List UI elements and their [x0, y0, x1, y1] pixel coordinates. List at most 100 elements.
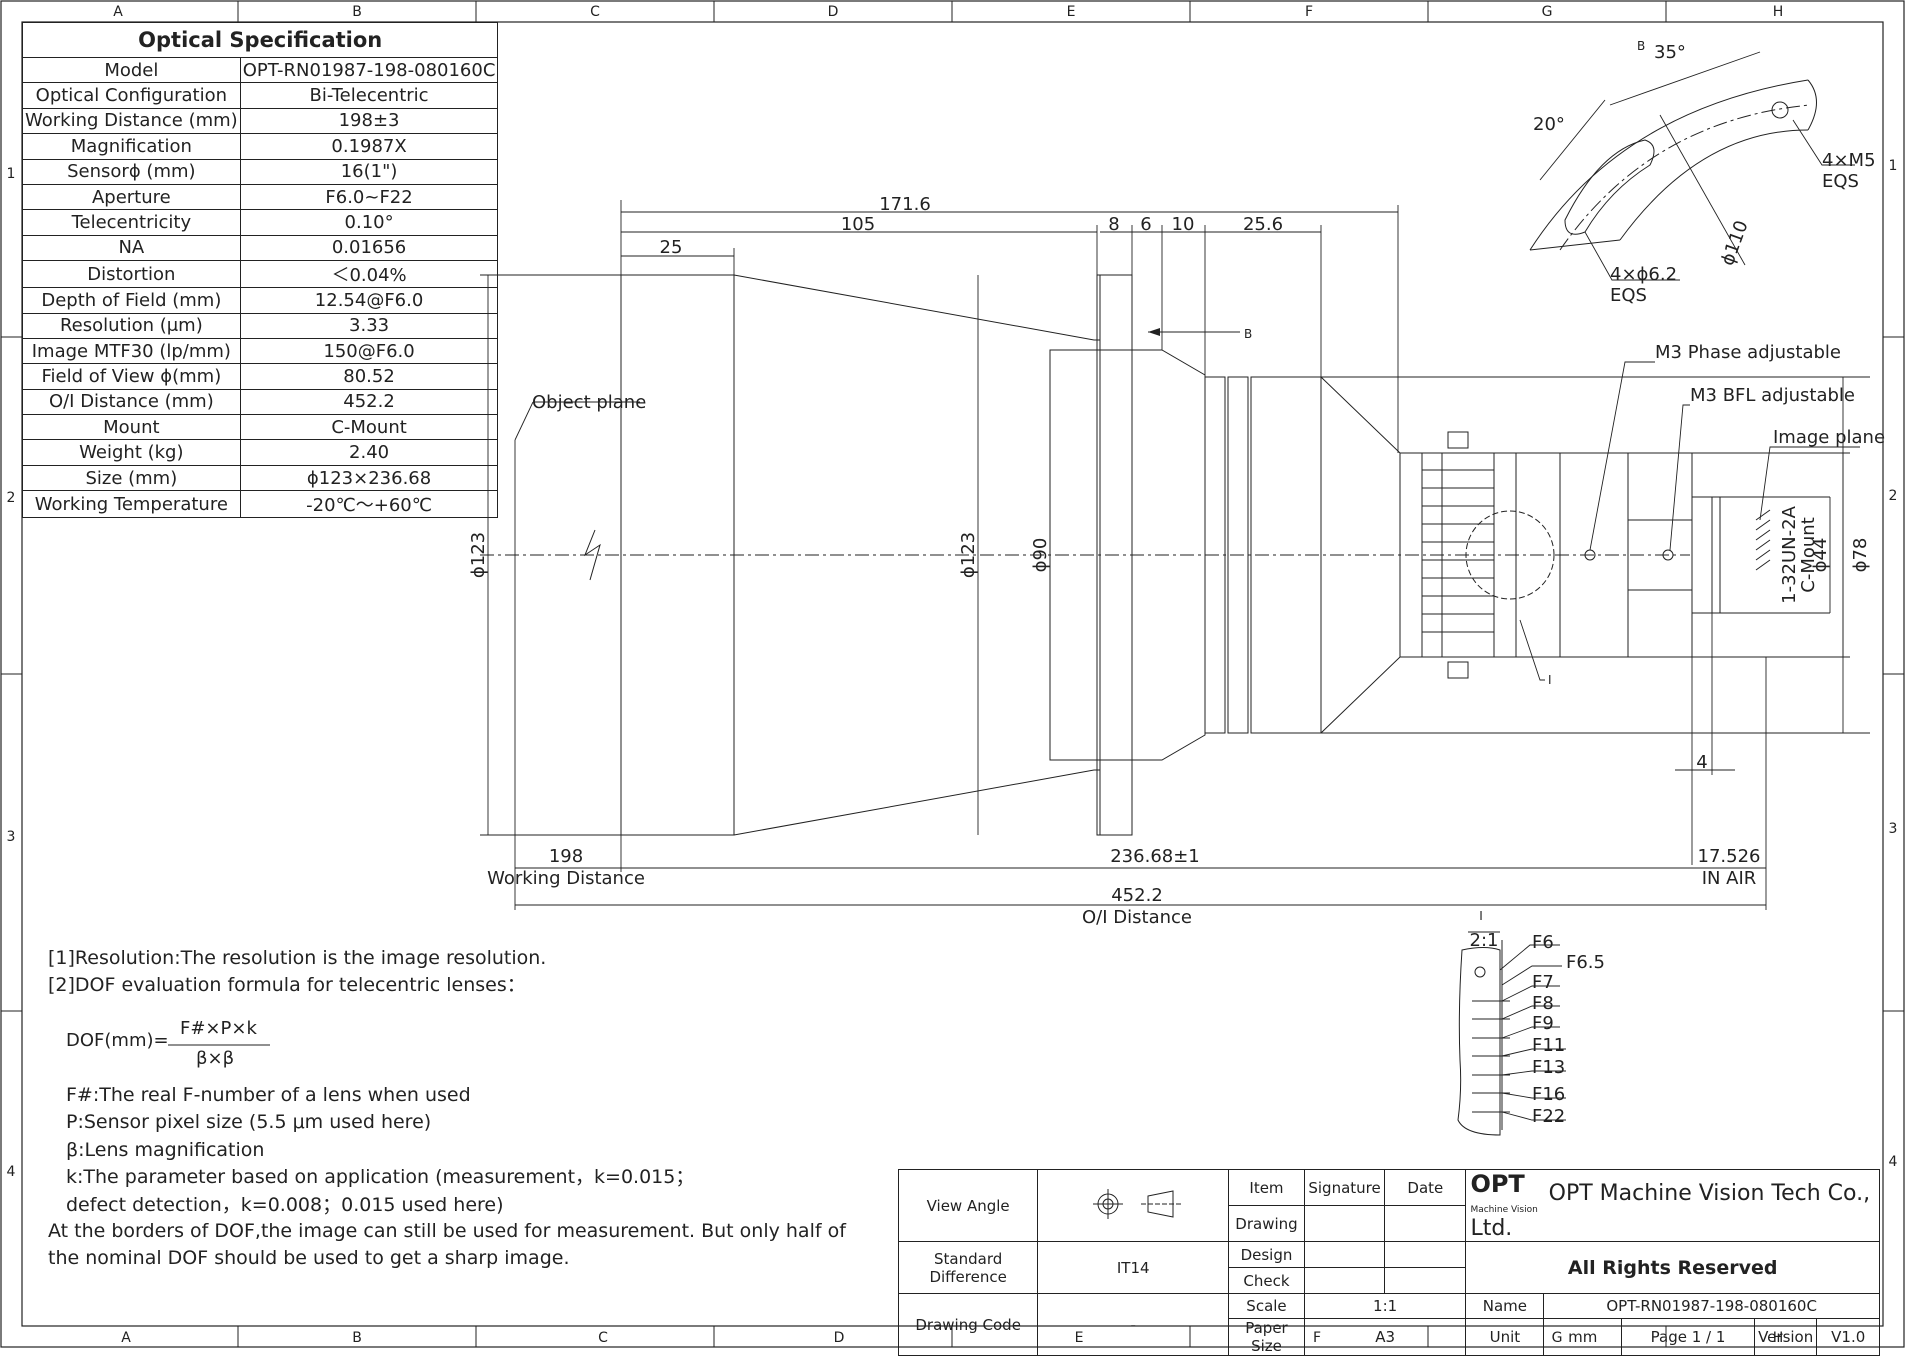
- spec-key: Aperture: [22, 183, 241, 211]
- view-i-scale: 2:1: [1470, 930, 1499, 951]
- spec-row: Weight (kg)2.40: [22, 439, 499, 466]
- spec-row: Working Temperature-20℃～+60℃: [22, 490, 499, 519]
- note-dof: [2]DOF evaluation formula for telecentri…: [48, 974, 526, 997]
- arc-end-right: [1807, 79, 1817, 131]
- m3-bfl-label: M3 BFL adjustable: [1690, 385, 1855, 406]
- drawing-date: [1384, 1205, 1467, 1242]
- fstop-ticks: [1472, 940, 1510, 1130]
- date-header: Date: [1384, 1169, 1467, 1206]
- frame-labels: A B C D E F G H A B C D E F G H 1 2 3 4 …: [7, 4, 1898, 1346]
- spec-row: Working Distance (mm)198±3: [22, 107, 499, 135]
- lens-side-view: [480, 274, 1771, 836]
- angle-35: 35°: [1654, 42, 1686, 63]
- arc-outer: [1529, 79, 1809, 251]
- spec-row: O/I Distance (mm)452.2: [22, 388, 499, 416]
- item-header: Item: [1228, 1169, 1305, 1206]
- spec-key: Size (mm): [22, 464, 241, 492]
- dim-6: 6: [1140, 214, 1151, 235]
- m5-hole: [1771, 101, 1789, 119]
- def-k2: defect detection，k=0.008；0.015 used here…: [66, 1193, 504, 1216]
- check-date: [1384, 1267, 1467, 1294]
- dim-phi90: ϕ90: [1030, 538, 1051, 573]
- scale-value: 1:1: [1303, 1293, 1467, 1319]
- spec-value: 0.10°: [239, 209, 499, 236]
- unit-value: mm: [1543, 1318, 1623, 1356]
- drawing-label: Drawing: [1228, 1205, 1305, 1242]
- spec-key: Field of View ϕ(mm): [22, 363, 241, 390]
- i-marker: I: [1548, 673, 1552, 687]
- rights-text: All Rights Reserved: [1465, 1241, 1880, 1294]
- spec-key: Model: [22, 56, 241, 84]
- spec-key: Depth of Field (mm): [22, 287, 241, 314]
- row-label: 2: [7, 490, 16, 506]
- drawing-signature: [1303, 1205, 1386, 1242]
- name-value: OPT-RN01987-198-080160C: [1543, 1293, 1880, 1319]
- arc-center: [1559, 104, 1811, 251]
- page-indicator: Page 1 / 1: [1621, 1318, 1755, 1356]
- lock-screw-top: [1447, 431, 1469, 449]
- object-plane-label: Object plane: [532, 392, 646, 413]
- col-label: E: [1067, 4, 1076, 20]
- i-leader: [1519, 619, 1545, 681]
- view-b-labels: B 35° 20° 4×M5 EQS ϕ110 4×ϕ6.2 EQS: [1533, 39, 1876, 306]
- drawing-code-label: Drawing Code: [897, 1293, 1039, 1356]
- view-b-marker: B: [1637, 39, 1645, 53]
- spec-key: Weight (kg): [22, 439, 241, 466]
- col-label: G: [1542, 4, 1553, 20]
- spec-key: Distortion: [22, 260, 241, 289]
- ring-c: [1250, 376, 1322, 734]
- view-b-detail: [1529, 51, 1855, 281]
- row-label: 1: [7, 166, 16, 182]
- dim-25-6: 25.6: [1243, 214, 1283, 235]
- image-plane-label: Image plane: [1773, 427, 1885, 448]
- spec-key: O/I Distance (mm): [22, 388, 241, 416]
- formula-lhs: DOF(mm)=: [66, 1030, 169, 1051]
- spec-key: Optical Configuration: [22, 82, 241, 109]
- ring-b: [1227, 376, 1249, 734]
- eqs-label-2: EQS: [1610, 285, 1647, 306]
- cmount-thread-body: [1691, 496, 1713, 614]
- fstop-leaders: [1468, 931, 1566, 1121]
- spec-value: F6.0~F22: [239, 183, 499, 211]
- spec-row: Field of View ϕ(mm)80.52: [22, 363, 499, 390]
- spec-value: OPT-RN01987-198-080160C: [239, 56, 499, 84]
- spec-value: 12.54@F6.0: [239, 287, 499, 314]
- dim-phi123-mid: ϕ123: [958, 532, 979, 578]
- col-label: A: [121, 1330, 131, 1346]
- spec-value: -20℃～+60℃: [239, 490, 499, 519]
- view-angle-icons: [1037, 1169, 1230, 1242]
- col-label: F: [1305, 4, 1313, 20]
- col-label: D: [828, 4, 839, 20]
- row-label: 1: [1889, 158, 1898, 174]
- spec-key: Magnification: [22, 133, 241, 160]
- phi62-label: 4×ϕ6.2: [1610, 264, 1677, 285]
- image-plane-leader: [1759, 446, 1860, 521]
- notes-warning: At the borders of DOF,the image can stil…: [48, 1218, 846, 1273]
- dim-10: 10: [1172, 214, 1195, 235]
- col-label: A: [113, 4, 123, 20]
- aperture-ring: [1399, 452, 1443, 658]
- dim-phi44: ϕ44: [1810, 538, 1831, 573]
- fstop-label: F13: [1532, 1057, 1565, 1078]
- spec-row: Distortion＜0.04%: [22, 260, 499, 289]
- rear-cone: [1320, 376, 1401, 734]
- col-label: C: [598, 1330, 608, 1346]
- view-i-detail: [1457, 931, 1566, 1136]
- eqs-label-1: EQS: [1822, 171, 1859, 192]
- bfl-screw: [1662, 549, 1674, 561]
- row-label: 4: [7, 1164, 16, 1180]
- spec-value: 150@F6.0: [239, 337, 499, 365]
- m3-bfl-leader: [1669, 404, 1690, 551]
- formula-numerator: F#×P×k: [180, 1018, 257, 1039]
- lock-screw-bottom: [1447, 661, 1469, 679]
- def-beta: β:Lens magnification: [66, 1138, 265, 1161]
- notes-block: [1]Resolution:The resolution is the imag…: [48, 945, 546, 1000]
- col-label: B: [352, 4, 362, 20]
- dim-105: 105: [841, 214, 875, 235]
- spec-value: 198±3: [239, 107, 499, 135]
- working-distance-label: Working Distance: [487, 868, 645, 889]
- version-value: V1.0: [1816, 1318, 1880, 1356]
- logo-text: OPT: [1470, 1170, 1525, 1198]
- spec-value: Bi-Telecentric: [239, 82, 499, 109]
